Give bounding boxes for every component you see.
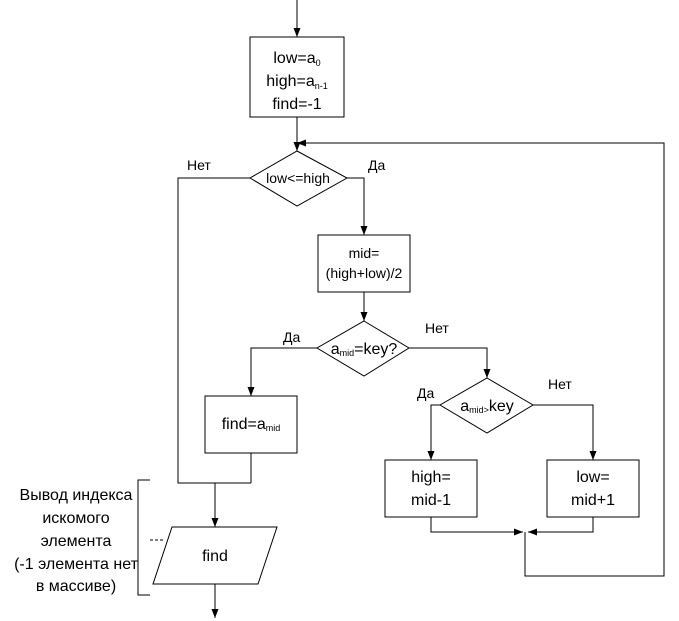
high-line2: mid-1 — [411, 492, 451, 509]
init-line3: find=-1 — [272, 96, 321, 113]
cond2-text: amid=key? — [331, 341, 398, 358]
cond1-no-label: Нет — [187, 157, 211, 173]
comment-line-4: (-1 элемента нет — [14, 556, 138, 573]
cond1-yes-label: Да — [368, 157, 385, 173]
comment-line-2: искомого — [42, 510, 109, 527]
cond1-diamond — [249, 150, 349, 207]
cond3-no-label: Нет — [548, 376, 572, 392]
mid-line1: mid= — [349, 245, 380, 261]
cond2-yes-arrow — [247, 347, 317, 396]
high-to-join-arrow — [430, 517, 523, 536]
comment-bracket — [137, 479, 150, 596]
output-parallelogram — [152, 526, 278, 585]
cond3-yes-label: Да — [417, 385, 434, 401]
cond1-yes-arrow — [347, 177, 368, 235]
low-line2: mid+1 — [571, 492, 615, 509]
mid-line2: (high+low)/2 — [326, 265, 403, 281]
cond2-no-arrow — [409, 347, 491, 378]
init-line1: low=a0 — [273, 50, 320, 68]
cond3-text: amid>key — [460, 398, 514, 415]
comment-line-3: элемента — [41, 533, 112, 550]
cond2-no-label: Нет — [425, 320, 449, 336]
comment-line-1: Вывод индекса — [20, 487, 133, 504]
init-line2: high=an-1 — [266, 73, 328, 91]
output-text: find — [202, 548, 228, 565]
find-text: find=amid — [222, 416, 281, 433]
cond3-diamond — [439, 377, 534, 434]
cond1-text: low<=high — [266, 170, 330, 186]
low-line1: low= — [576, 469, 609, 486]
cond2-diamond — [316, 320, 410, 377]
cond3-yes-arrow — [427, 404, 440, 460]
cond3-no-arrow — [533, 404, 597, 460]
cond2-yes-label: Да — [283, 329, 300, 345]
comment-line-5: в массиве) — [36, 578, 116, 595]
cond1-no-path — [177, 177, 250, 484]
high-line1: high= — [411, 469, 451, 486]
low-to-join-arrow — [528, 517, 594, 536]
mid-block — [317, 234, 411, 293]
loop-back-arrow — [297, 139, 665, 577]
